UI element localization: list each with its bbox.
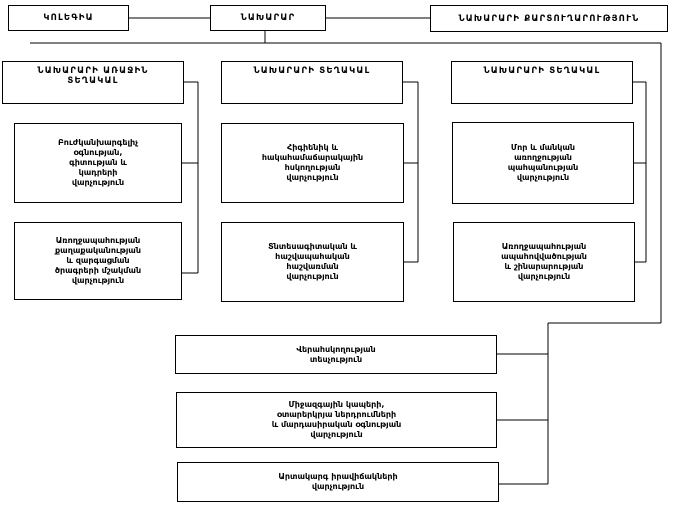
deputy-minister-box-1: ՆԱԽԱՐԱՐԻ ՏԵՂԱԿԱԼ [221,61,403,104]
left-unit-box-1: Բուժկանխարգելիչ օգնության, գիտության և կ… [14,123,182,203]
bottom-unit-box-2: Միջազգային կապերի, օտարերկրյա ներդրումնե… [176,392,497,448]
right-unit-box-2: Առողջապահության ապահովվածության և շինարա… [453,222,635,302]
first-deputy-minister-box: ՆԱԽԱՐԱՐԻ ԱՌԱՋԻՆ ՏԵՂԱԿԱԼ [2,61,184,104]
right-unit-box-1: Մոր և մանկան առողջության պահպանության վա… [452,122,634,204]
bottom-unit-box-1: Վերահսկողության տեսչություն [175,335,497,374]
bottom-unit-box-3: Արտակարգ իրավիճակների վարչություն [177,462,499,502]
minister-staff-box: ՆԱԽԱՐԱՐԻ ՔԱՐՏՈՒՂԱՐՈՒԹՅՈՒՆ [430,5,668,32]
minister-box: ՆԱԽԱՐԱՐ [210,5,326,31]
collegium-box: ԿՈԼԵԳԻԱ [8,5,129,31]
middle-unit-box-2: Տնտեսագիտական և հաշվապահական հաշվառման վ… [221,222,404,302]
middle-unit-box-1: Հիգիենիկ և հակահամաճարակային հսկողության… [221,123,404,203]
left-unit-box-2: Առողջապահության քաղաքականության և զարգաց… [14,222,182,300]
deputy-minister-box-2: ՆԱԽԱՐԱՐԻ ՏԵՂԱԿԱԼ [451,61,633,104]
